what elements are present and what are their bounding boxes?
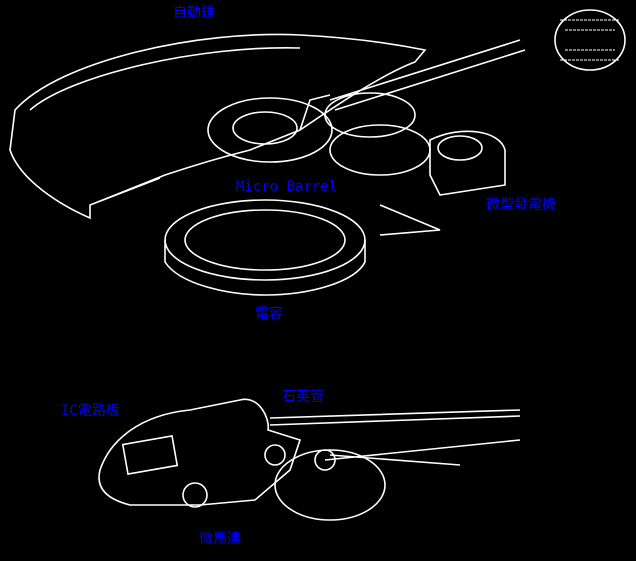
gear: [324, 92, 416, 138]
motor-rotor-drawing: [274, 449, 386, 521]
label-quartz: 石英管: [282, 389, 324, 405]
capacitor-drawing: [164, 199, 366, 281]
label-micro-barrel: Micro Barrel: [236, 179, 338, 195]
micro-barrel-drawing: [207, 97, 333, 163]
quartz-drawing: [269, 409, 521, 426]
rotor-drawing: [9, 33, 427, 220]
crown: [554, 9, 626, 71]
label-motor: 微馬達: [199, 531, 241, 547]
crown-stem: [329, 39, 526, 111]
ic-board-drawing: [98, 398, 302, 506]
generator-drawing: [429, 130, 506, 196]
hand: [324, 439, 521, 466]
label-rotor: 自動錘: [173, 5, 215, 21]
label-generator: 微型發電機: [486, 197, 556, 213]
label-capacitor: 電容: [255, 306, 283, 322]
gear: [329, 124, 431, 176]
label-ic-board: IC電路板: [61, 403, 120, 419]
